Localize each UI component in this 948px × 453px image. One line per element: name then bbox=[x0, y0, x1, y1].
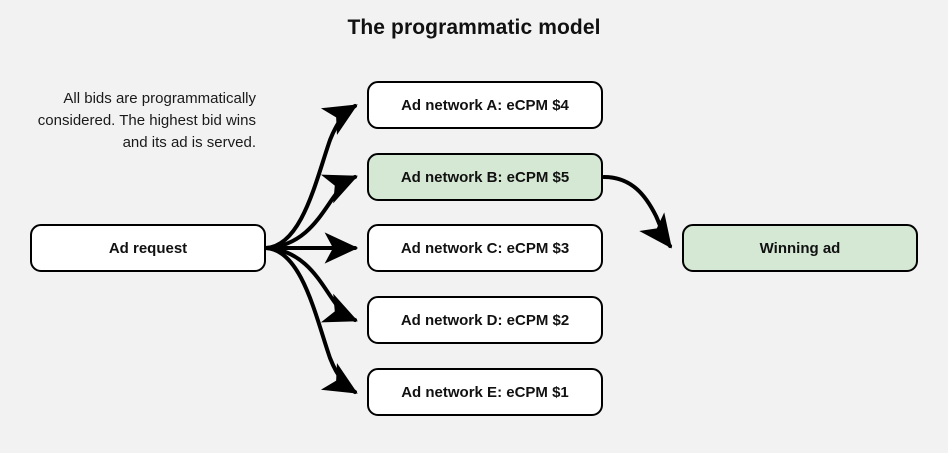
page-title: The programmatic model bbox=[347, 16, 601, 39]
edge-network-b-to-winning-ad bbox=[602, 175, 672, 249]
node-ad-network-a-label: Ad network A: eCPM $4 bbox=[401, 96, 569, 114]
node-ad-network-e-label: Ad network E: eCPM $1 bbox=[401, 383, 569, 401]
node-ad-request[interactable]: Ad request bbox=[30, 224, 266, 272]
edge-request-to-network-a bbox=[264, 104, 358, 250]
node-ad-network-d[interactable]: Ad network D: eCPM $2 bbox=[367, 296, 603, 344]
node-ad-network-d-label: Ad network D: eCPM $2 bbox=[400, 311, 570, 329]
edge-request-to-network-e bbox=[264, 246, 358, 394]
node-ad-network-b[interactable]: Ad network B: eCPM $5 bbox=[367, 153, 603, 201]
edge-request-to-network-d bbox=[264, 246, 358, 323]
edge-request-to-network-b bbox=[264, 174, 358, 250]
node-ad-network-c[interactable]: Ad network C: eCPM $3 bbox=[367, 224, 603, 272]
node-ad-network-c-label: Ad network C: eCPM $3 bbox=[400, 239, 570, 257]
node-ad-network-e[interactable]: Ad network E: eCPM $1 bbox=[367, 368, 603, 416]
node-ad-network-a[interactable]: Ad network A: eCPM $4 bbox=[367, 81, 603, 129]
node-winning-ad-label: Winning ad bbox=[759, 239, 841, 257]
node-ad-network-b-label: Ad network B: eCPM $5 bbox=[400, 168, 570, 186]
node-winning-ad[interactable]: Winning ad bbox=[682, 224, 918, 272]
node-ad-request-label: Ad request bbox=[108, 239, 188, 257]
diagram-caption: All bids are programmatically considered… bbox=[37, 90, 256, 151]
